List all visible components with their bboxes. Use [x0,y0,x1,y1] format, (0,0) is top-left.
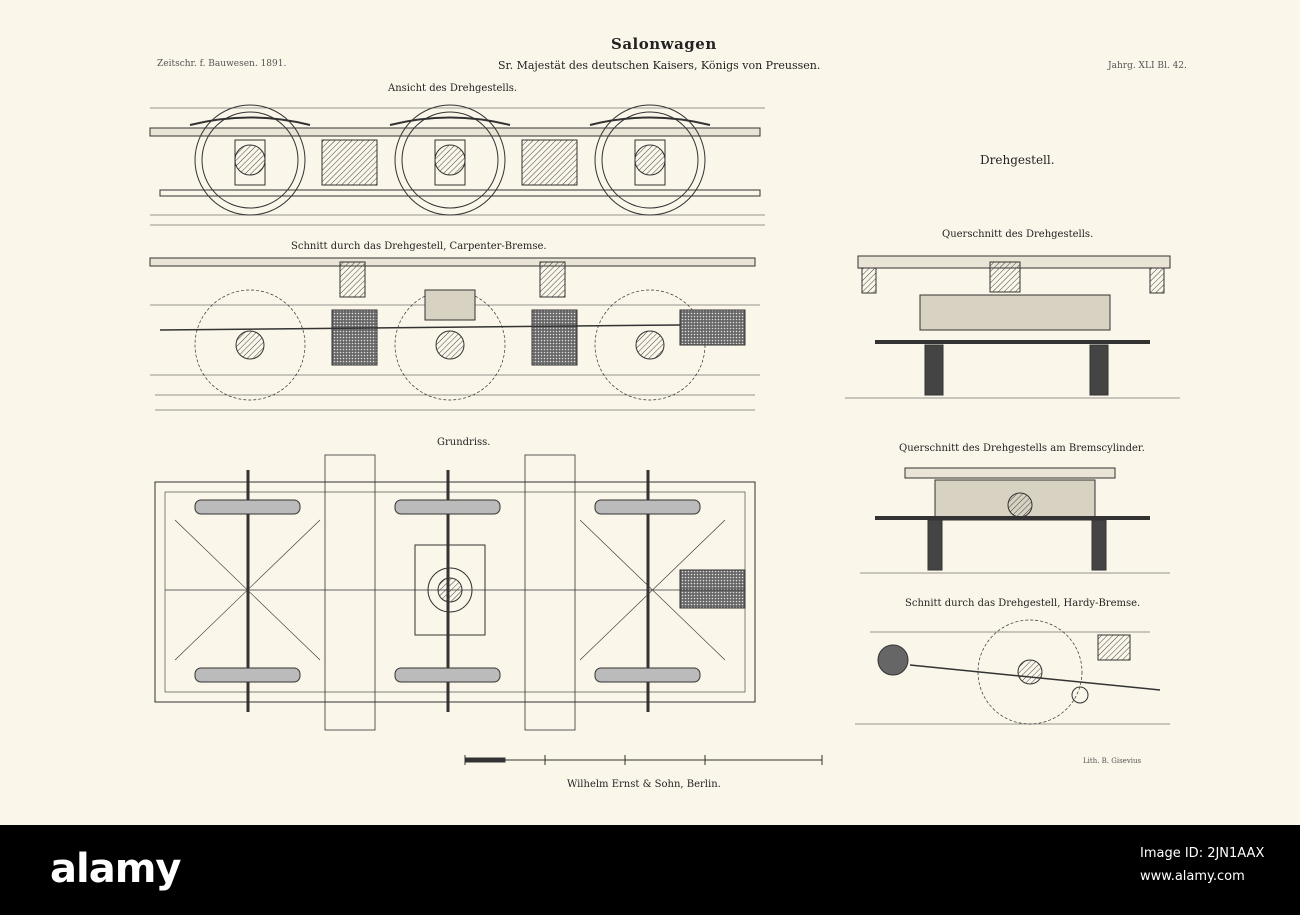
caption-drehgestell: Drehgestell. [980,153,1055,167]
stock-url-label: www.alamy.com [1140,869,1245,884]
alamy-logo: alamy [50,846,181,892]
caption-grundriss: Grundriss. [437,437,491,448]
drawing-sheet: Salonwagen Sr. Majestät des deutschen Ka… [0,0,1300,825]
image-id-label: Image ID: 2JN1AAX [1140,846,1265,861]
sheet-subtitle: Sr. Majestät des deutschen Kaisers, Köni… [498,59,821,72]
caption-querschnitt-bremscylinder: Querschnitt des Drehgestells am Bremscyl… [899,443,1145,454]
brake-cylinder [679,309,746,346]
scale-bar [464,755,823,765]
caption-ansicht: Ansicht des Drehgestells. [388,83,518,94]
caption-querschnitt: Querschnitt des Drehgestells. [942,229,1094,240]
cross-section-view [845,255,1180,399]
stock-footer [0,825,1300,915]
wheel-rear [594,104,706,216]
caption-schnitt-carpenter: Schnitt durch das Drehgestell, Carpenter… [291,241,547,252]
section-hardy-brake-view [855,619,1170,725]
side-elevation-view [149,104,765,226]
cross-section-brake-cylinder-view [860,467,1170,574]
plan-view [154,454,756,731]
sheet-title: Salonwagen [611,35,717,53]
journal-reference: Zeitschr. f. Bauwesen. 1891. [157,59,287,69]
technical-drawings [149,104,1180,765]
plate-reference: Jahrg. XLI Bl. 42. [1108,61,1187,71]
lithographer-credit: Lith. B. Gisevius [1083,757,1142,765]
caption-schnitt-hardy: Schnitt durch das Drehgestell, Hardy-Bre… [905,598,1141,609]
section-carpenter-brake [149,257,760,411]
publisher-imprint: Wilhelm Ernst & Sohn, Berlin. [567,779,721,790]
wheel-front [194,104,306,216]
